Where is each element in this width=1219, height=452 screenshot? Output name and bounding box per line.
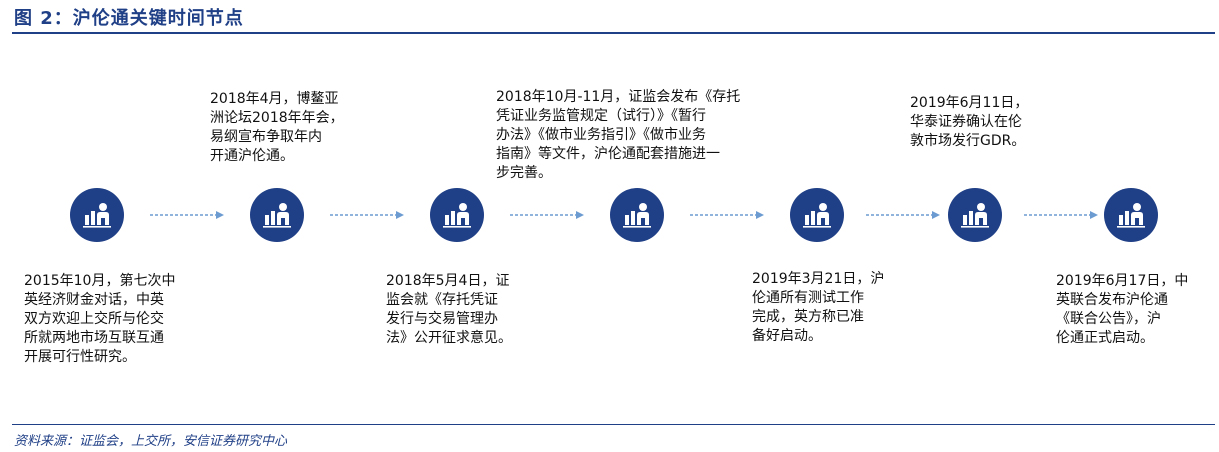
timeline-node-6 xyxy=(948,188,1002,242)
timeline-arrow-6 xyxy=(1024,211,1098,219)
people-chart-icon xyxy=(443,203,471,228)
people-chart-icon xyxy=(83,203,111,228)
timeline-arrow-4 xyxy=(690,211,764,219)
event-text-1: 2015年10月，第七次中 英经济财金对话，中英 双方欢迎上交所与伦交 所就两地… xyxy=(24,273,176,365)
figure-title: 图 2：沪伦通关键时间节点 xyxy=(14,8,244,29)
timeline-node-4 xyxy=(610,188,664,242)
timeline-arrow-1 xyxy=(150,211,224,219)
event-text-7: 2019年6月17日，中 英联合发布沪伦通 《联合公告》，沪 伦通正式启动。 xyxy=(1056,273,1189,346)
people-chart-icon xyxy=(803,203,831,228)
timeline-node-5 xyxy=(790,188,844,242)
timeline-node-7 xyxy=(1104,188,1158,242)
event-text-5: 2019年3月21日，沪 伦通所有测试工作 完成，英方称已准 备好启动。 xyxy=(752,271,885,344)
timeline-arrow-5 xyxy=(866,211,940,219)
timeline-node-1 xyxy=(70,188,124,242)
people-chart-icon xyxy=(1117,203,1145,228)
timeline-arrow-3 xyxy=(510,211,584,219)
timeline-arrow-2 xyxy=(330,211,404,219)
people-chart-icon xyxy=(623,203,651,228)
event-text-3: 2018年5月4日，证 监会就《存托凭证 发行与交易管理办 法》公开征求意见。 xyxy=(386,273,512,346)
event-text-6: 2019年6月11日， 华泰证券确认在伦 敦市场发行GDR。 xyxy=(910,95,1029,149)
event-text-2: 2018年4月，博鳌亚 洲论坛2018年年会， 易纲宣布争取年内 开通沪伦通。 xyxy=(210,91,344,164)
footer-divider xyxy=(12,424,1215,425)
people-chart-icon xyxy=(263,203,291,228)
source-note: 资料来源：证监会，上交所，安信证券研究中心 xyxy=(14,434,288,449)
event-text-4: 2018年10月-11月，证监会发布《存托 凭证业务监管规定（试行）》《暂行 办… xyxy=(496,89,741,181)
timeline-node-3 xyxy=(430,188,484,242)
people-chart-icon xyxy=(961,203,989,228)
timeline-node-2 xyxy=(250,188,304,242)
title-divider xyxy=(12,32,1215,34)
